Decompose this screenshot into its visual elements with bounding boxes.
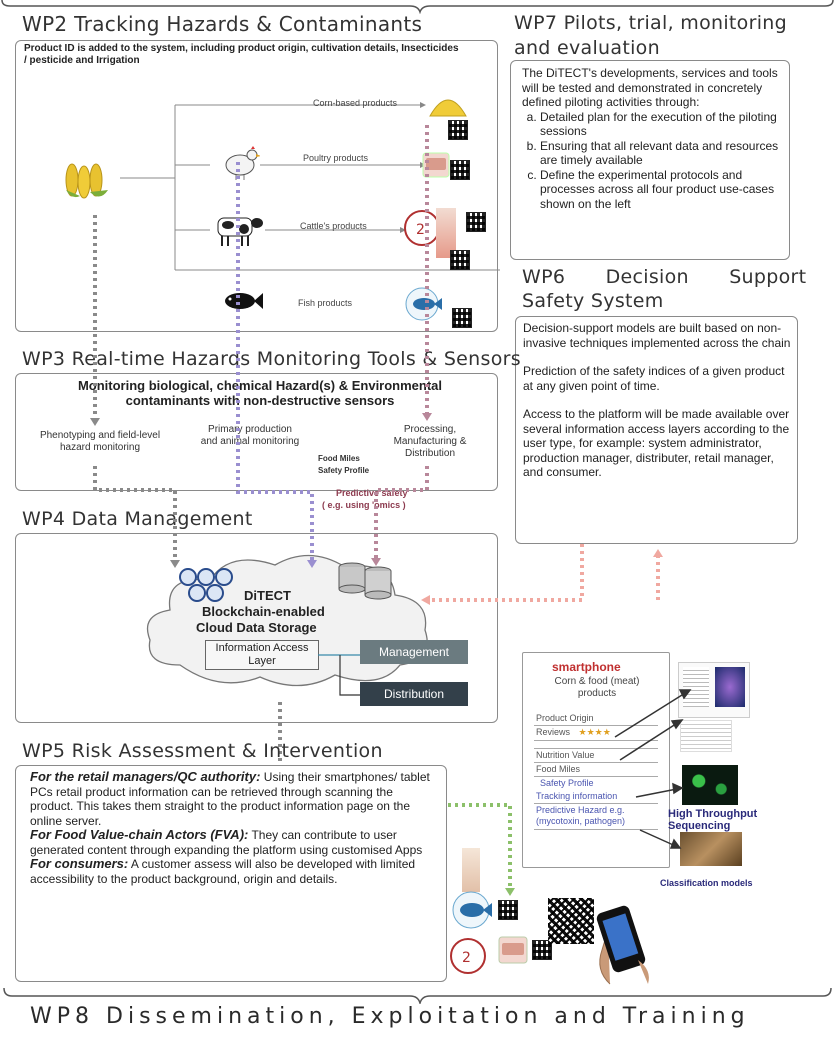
corn-icon xyxy=(65,163,108,199)
phone-header: smartphone xyxy=(552,660,621,674)
phone-row-safety[interactable]: Safety Profile xyxy=(540,778,594,788)
product-fish: Fish products xyxy=(298,298,353,308)
wp3-col1: Phenotyping and field-level hazard monit… xyxy=(39,430,161,453)
phone-title: Corn & food (meat) products xyxy=(554,676,640,699)
cattle-meat-image-2 xyxy=(462,848,480,892)
wp3-col2: Primary production and animal monitoring xyxy=(200,424,300,447)
wp6-title-line1: WP6 Decision Support xyxy=(522,266,806,288)
svg-text:2: 2 xyxy=(462,950,471,966)
wp3-food-miles: Food Miles xyxy=(318,454,360,463)
qr-fish-icon xyxy=(452,308,472,328)
phone-rows: Product Origin Reviews ★★★★ Nutrition Va… xyxy=(534,712,658,830)
product-corn: Corn-based products xyxy=(313,98,398,108)
wp6-panel xyxy=(515,316,798,544)
wp7-intro: The DiTECT's developments, services and … xyxy=(522,66,778,109)
svg-text:2: 2 xyxy=(416,222,425,238)
wp3-predictive: Predictive safety xyxy=(336,488,408,498)
phone-row-tracking[interactable]: Tracking information xyxy=(534,790,658,804)
wp5-t3: A customer assess will also be developed… xyxy=(30,857,416,886)
phone-row-nutrition[interactable]: Nutrition Value xyxy=(534,749,658,763)
phone-row-origin[interactable]: Product Origin xyxy=(534,712,658,726)
wp7-body: The DiTECT's developments, services and … xyxy=(522,66,784,211)
database-icon xyxy=(338,562,392,600)
smartphone-icon xyxy=(596,905,649,985)
phone-row-predictive[interactable]: Predictive Hazard e.g. (mycotoxin, patho… xyxy=(534,804,658,830)
wp5-b1: For the retail managers/QC authority: xyxy=(30,769,261,784)
cloud-line3: Cloud Data Storage xyxy=(196,620,317,635)
wp6-p3: Access to the platform will be made avai… xyxy=(523,407,790,479)
corn-product-icon xyxy=(429,99,467,117)
product-poultry: Poultry products xyxy=(303,153,369,163)
qr-cattle2-icon xyxy=(450,250,470,270)
top-brace xyxy=(1,0,834,14)
qr-lower-1-icon xyxy=(498,900,518,920)
rating-stars: ★★★★ xyxy=(578,727,611,737)
product-cattle: Cattle's products xyxy=(300,221,367,231)
fish-product-icon xyxy=(405,287,442,321)
reviews-label: Reviews xyxy=(536,727,571,737)
wp2-branch-lines xyxy=(120,102,500,271)
wp6-title-text: WP6 Decision Support xyxy=(522,266,807,288)
wp8-title: WP8 Dissemination, Exploitation and Trai… xyxy=(30,1004,750,1029)
fish-icon xyxy=(225,293,263,309)
wp5-title: WP5 Risk Assessment & Intervention xyxy=(22,740,383,762)
large-qr-code xyxy=(548,898,594,944)
cow-icon xyxy=(217,217,263,246)
wp2-title: WP2 Tracking Hazards & Contaminants xyxy=(22,12,423,36)
wp6-p2: Prediction of the safety indices of a gi… xyxy=(523,364,785,393)
wp3-col3: Processing, Manufacturing & Distribution xyxy=(393,424,467,459)
wp7-title-line2: and evaluation xyxy=(514,37,660,59)
wp7-title-line1: WP7 Pilots, trial, monitoring xyxy=(514,12,787,34)
qr-poultry-icon xyxy=(450,160,470,180)
product-page-thumbnail-2 xyxy=(680,720,732,752)
wp5-b2: For Food Value-chain Actors (FVA): xyxy=(30,827,249,842)
wp7-item-a: Detailed plan for the execution of the p… xyxy=(540,110,784,139)
distribution-button[interactable]: Distribution xyxy=(360,682,468,706)
wp3-heading: Monitoring biological, chemical Hazard(s… xyxy=(77,378,443,408)
wp6-title-line2: Safety System xyxy=(522,290,664,312)
wp5-b3: For consumers: xyxy=(30,856,129,871)
wp5-t2: They can contribute to user generated co… xyxy=(30,828,423,857)
management-button[interactable]: Management xyxy=(360,640,468,664)
wp5-t1: Using their smartphones/ tablet PCs reta… xyxy=(30,770,430,828)
wp2-intro: Product ID is added to the system, inclu… xyxy=(24,43,459,66)
wp7-panel xyxy=(510,60,790,260)
wp6-body: Decision-support models are built based … xyxy=(523,321,791,480)
phone-row-food-miles[interactable]: Food Miles xyxy=(534,763,658,777)
wp7-item-b: Ensuring that all relevant data and reso… xyxy=(540,139,784,168)
blockchain-icon xyxy=(179,568,233,602)
seq-label: High Throughput Sequencing xyxy=(668,808,758,832)
poultry-product-icon-2 xyxy=(498,936,528,964)
layer-connectors xyxy=(318,654,360,696)
classification-image xyxy=(680,832,742,866)
wp5-panel xyxy=(15,765,447,982)
qr-cattle-icon xyxy=(466,212,486,232)
cattle-meat-image xyxy=(436,208,456,258)
wp7-item-c: Define the experimental protocols and pr… xyxy=(540,168,784,212)
sequencing-image xyxy=(682,765,738,805)
bottom-brace xyxy=(3,988,832,1004)
wp5-body: For the retail managers/QC authority: Us… xyxy=(30,769,438,886)
poultry-product-icon xyxy=(422,152,450,178)
wp6-p1: Decision-support models are built based … xyxy=(523,321,791,350)
cloud-line2: Blockchain-enabled xyxy=(202,604,325,619)
cattle-product-icon-2: 2 xyxy=(450,938,486,974)
phone-row-reviews[interactable]: Reviews ★★★★ xyxy=(534,726,658,741)
wp3-title: WP3 Real-time Hazards Monitoring Tools &… xyxy=(22,348,521,370)
wp3-predictive-eg: ( e.g. using 'omics ) xyxy=(322,500,406,510)
fish-product-icon-2 xyxy=(452,891,492,929)
class-label: Classification models xyxy=(660,878,753,888)
info-access-layer[interactable]: Information Access Layer xyxy=(205,640,319,670)
wp3-safety-profile: Safety Profile xyxy=(318,466,370,475)
qr-lower-2-icon xyxy=(532,940,552,960)
cloud-line1: DiTECT xyxy=(244,588,291,603)
qr-corn-icon xyxy=(448,120,468,140)
wp4-title: WP4 Data Management xyxy=(22,508,253,530)
